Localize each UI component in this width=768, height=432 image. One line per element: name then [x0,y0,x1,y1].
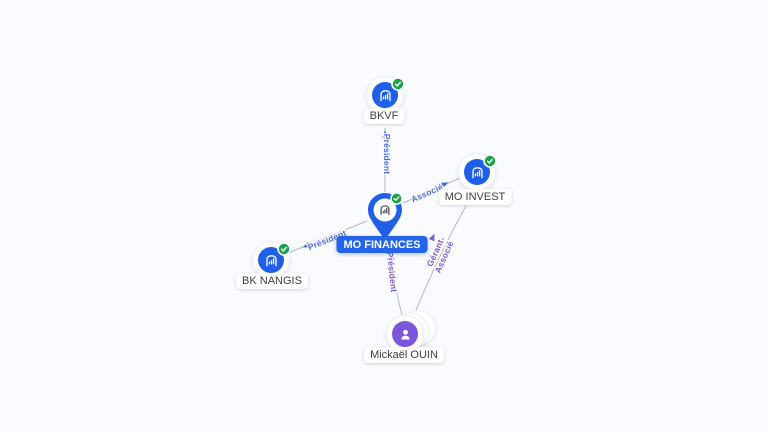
company-icon [380,205,390,216]
person-icon [392,321,418,347]
node-label-bkvf[interactable]: BKVF [363,108,405,124]
node-label-mo-finances[interactable]: MO FINANCES [336,236,428,253]
verified-check-icon [390,192,403,205]
node-mickael-ouin[interactable] [386,310,436,353]
arrowhead-to-mofinances [388,252,395,260]
node-label-mo-invest[interactable]: MO INVEST [438,189,512,205]
edge-label-president-bkvf: Président [382,134,392,175]
map-pin-icon [368,193,402,240]
node-label-bk-nangis[interactable]: BK NANGIS [236,273,308,289]
arrowhead-gerant-to-moinvest [428,233,435,242]
verified-check-icon [391,77,405,91]
node-mo-invest[interactable] [458,153,497,191]
node-bkvf[interactable] [366,76,405,114]
edge-mickaelouin-moinvest [413,205,467,316]
edge-label-president-mofinances: Président [385,251,399,292]
company-card [458,153,497,191]
node-label-mickael-ouin[interactable]: Mickaël OUIN [364,347,444,363]
node-bk-nangis[interactable] [252,241,291,279]
arrowhead-to-bkvf [382,130,388,138]
verified-check-icon [277,242,291,256]
person-card [386,315,424,353]
edge-mofinances-bknangis [287,220,368,254]
company-card [252,241,291,279]
arrowhead-associe-to-moinvest [437,237,444,246]
node-mo-finances[interactable] [365,191,405,243]
edge-mofinances-moinvest [402,177,461,204]
arrowhead-to-bknangis [302,241,311,248]
company-card [366,76,405,114]
arrowhead-to-moinvest [440,182,449,189]
verified-check-icon [483,154,497,168]
